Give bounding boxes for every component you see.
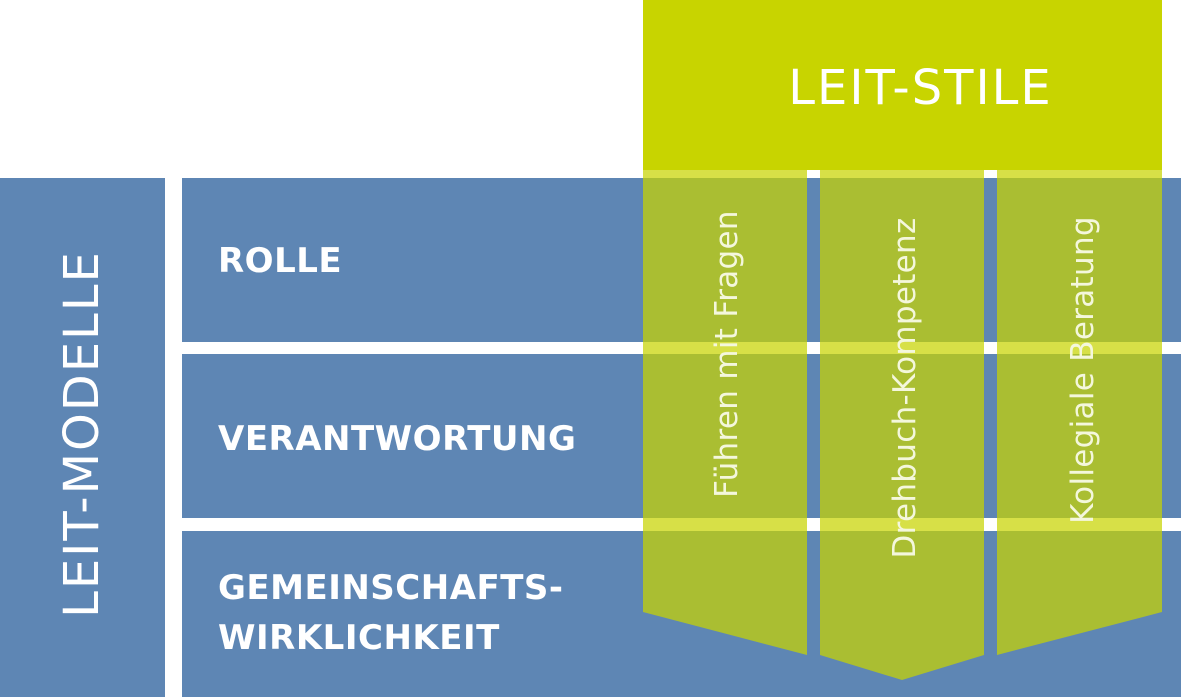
row-label-gemeinschaftswirklichkeit: GEMEINSCHAFTS- WIRKLICHKEIT	[218, 563, 564, 663]
row-label-line-1: GEMEINSCHAFTS-	[218, 568, 564, 608]
leit-stile-header	[643, 0, 1162, 170]
row-label-rolle: ROLLE	[218, 241, 343, 281]
leit-modelle-block	[0, 178, 165, 697]
column-label-kollegiale-beratung: Kollegiale Beratung	[1065, 216, 1101, 524]
row-label-verantwortung: VERANTWORTUNG	[218, 419, 577, 459]
column-arrow-drehbuch	[820, 165, 984, 680]
column-arrow-fuehren	[643, 165, 807, 655]
column-label-fuehren-mit-fragen: Führen mit Fragen	[709, 210, 745, 498]
column-arrow-kollegiale	[997, 165, 1162, 655]
leit-stile-title: LEIT-STILE	[788, 60, 1053, 116]
column-label-drehbuch-kompetenz: Drehbuch-Kompetenz	[887, 217, 923, 559]
row-label-line-2: WIRKLICHKEIT	[218, 618, 500, 658]
